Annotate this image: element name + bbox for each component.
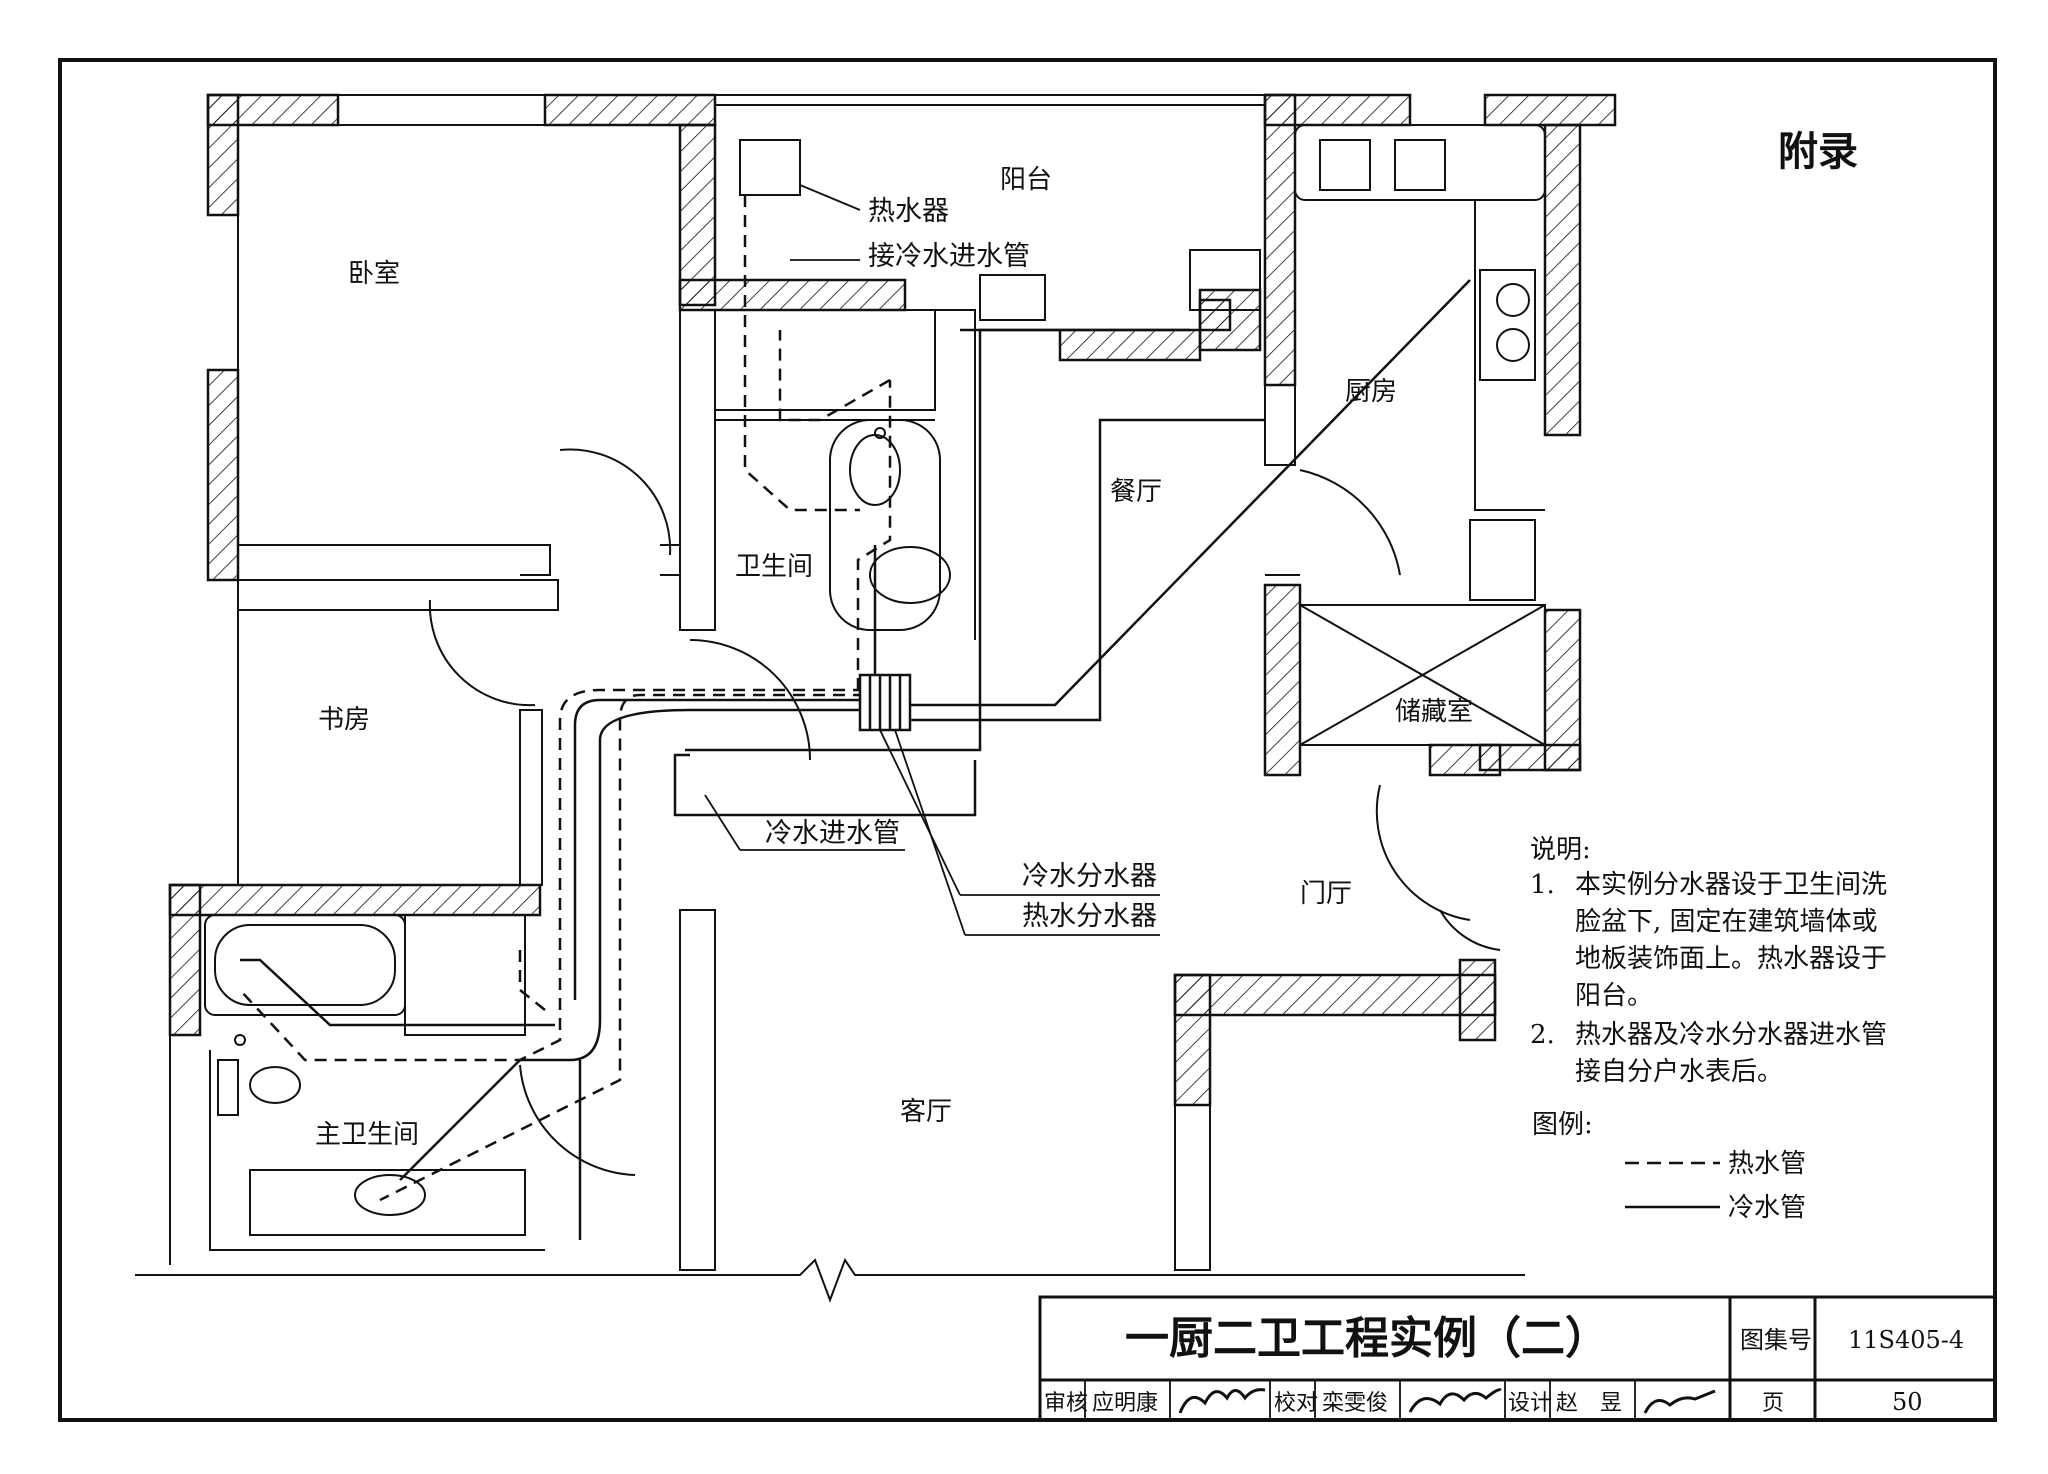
title-block-cells <box>1084 1380 1636 1420</box>
room-bathroom: 卫生间 <box>735 552 813 582</box>
walls <box>168 93 1617 1107</box>
note-1-line: 本实例分水器设于卫生间洗 <box>1575 870 1887 900</box>
appendix-label: 附录 <box>1778 129 1858 175</box>
room-storage: 储藏室 <box>1395 697 1473 727</box>
room-master-bath: 主卫生间 <box>315 1120 419 1150</box>
callout-cold-manifold: 冷水分水器 <box>1022 861 1157 892</box>
callout-water-heater: 热水器 <box>868 196 949 227</box>
callout-cold-inlet-connect: 接冷水进水管 <box>868 241 1030 272</box>
room-study: 书房 <box>318 705 370 735</box>
page-label: 页 <box>1762 1391 1784 1416</box>
title-block <box>1038 1295 1997 1422</box>
note-1-line: 脸盆下, 固定在建筑墙体或 <box>1575 907 1878 937</box>
drawing-title: 一厨二卫工程实例（二） <box>1125 1313 1609 1364</box>
legend-heading: 图例: <box>1532 1110 1593 1140</box>
leader-lines <box>704 184 1160 936</box>
check-name: 栾雯俊 <box>1322 1391 1388 1416</box>
notes: 说明: 1. 本实例分水器设于卫生间洗 脸盆下, 固定在建筑墙体或 地板装饰面上… <box>1530 835 1887 1087</box>
room-balcony: 阳台 <box>1000 165 1052 195</box>
note-1-num: 1. <box>1530 870 1555 900</box>
check-label: 校对 <box>1274 1391 1318 1416</box>
signature-strokes <box>1178 1388 1716 1414</box>
review-label: 审核 <box>1044 1391 1088 1416</box>
design-name: 赵 昱 <box>1556 1391 1622 1416</box>
room-foyer: 门厅 <box>1300 879 1352 909</box>
legend-cold-label: 冷水管 <box>1728 1193 1806 1223</box>
drawing-frame <box>58 58 1997 1422</box>
room-bedroom: 卧室 <box>348 259 400 289</box>
note-2-num: 2. <box>1530 1020 1555 1050</box>
plan-lines <box>135 94 1546 1303</box>
note-2-line: 热水器及冷水分水器进水管 <box>1575 1020 1887 1050</box>
review-name: 应明康 <box>1092 1391 1158 1416</box>
legend-hot-label: 热水管 <box>1728 1149 1806 1179</box>
atlas-label: 图集号 <box>1740 1326 1812 1354</box>
room-living: 客厅 <box>900 1097 952 1127</box>
manifold <box>858 673 912 732</box>
room-dining: 餐厅 <box>1110 477 1162 507</box>
atlas-value: 11S405-4 <box>1848 1326 1964 1354</box>
page-value: 50 <box>1892 1388 1923 1416</box>
note-1-line: 阳台。 <box>1575 981 1653 1011</box>
notes-heading: 说明: <box>1530 835 1591 865</box>
callout-hot-manifold: 热水分水器 <box>1022 901 1157 932</box>
design-label: 设计 <box>1508 1391 1552 1416</box>
room-kitchen: 厨房 <box>1345 377 1397 407</box>
note-2-line: 接自分户水表后。 <box>1575 1057 1783 1087</box>
callout-cold-inlet-pipe: 冷水进水管 <box>765 818 900 849</box>
hot-water-pipes <box>239 195 892 1202</box>
legend: 图例: 热水管 冷水管 <box>1532 1110 1806 1223</box>
note-1-line: 地板装饰面上。热水器设于 <box>1575 944 1887 974</box>
